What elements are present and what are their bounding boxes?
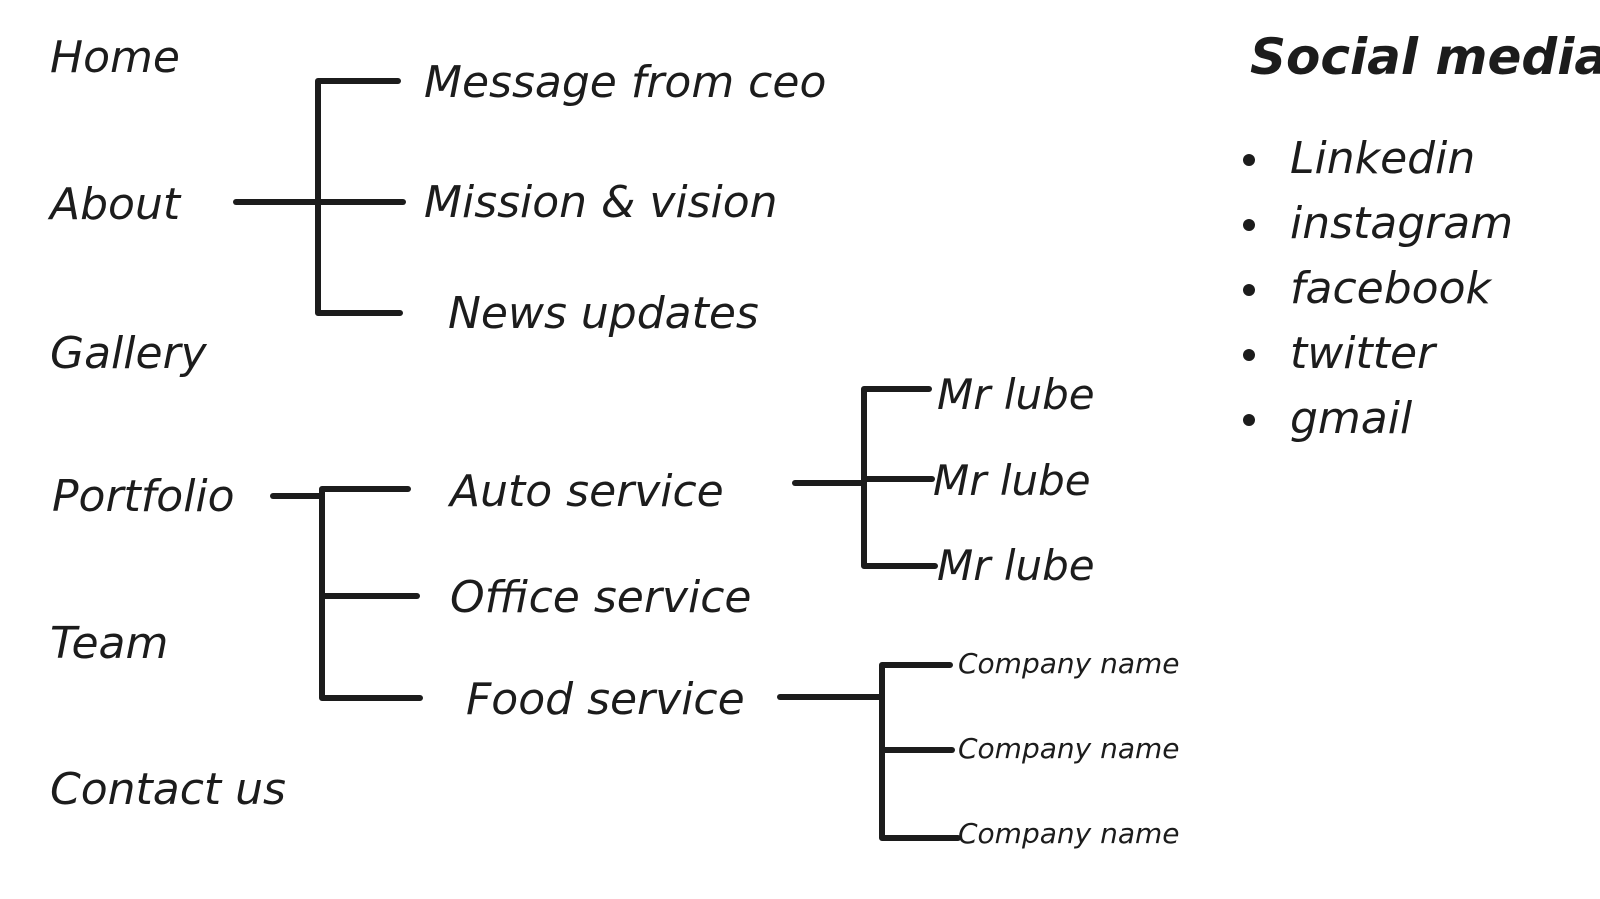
auto-child-2: Mr lube xyxy=(933,456,1091,505)
auto-child-1: Mr lube xyxy=(937,370,1095,419)
bullet-icon xyxy=(1243,414,1255,426)
bullet-icon xyxy=(1243,219,1255,231)
social-item-linkedin: Linkedin xyxy=(1240,132,1513,197)
nav-about: About xyxy=(50,179,181,230)
social-item-label: gmail xyxy=(1290,393,1413,444)
portfolio-child-auto: Auto service xyxy=(450,466,724,517)
about-child-mission: Mission & vision xyxy=(424,177,778,228)
bullet-icon xyxy=(1243,154,1255,166)
portfolio-child-food: Food service xyxy=(466,674,745,725)
social-item-instagram: instagram xyxy=(1240,197,1513,262)
social-item-label: facebook xyxy=(1290,263,1491,314)
social-item-label: twitter xyxy=(1290,328,1436,379)
food-child-2: Company name xyxy=(958,732,1180,765)
about-child-news: News updates xyxy=(448,288,759,339)
nav-team: Team xyxy=(50,618,169,669)
nav-portfolio: Portfolio xyxy=(52,471,235,522)
social-media-title: Social media xyxy=(1250,28,1600,86)
social-media-list: Linkedin instagram facebook twitter gmai… xyxy=(1240,132,1513,457)
nav-gallery: Gallery xyxy=(50,328,207,379)
nav-home: Home xyxy=(50,32,180,83)
about-child-message: Message from ceo xyxy=(424,57,827,108)
about-bracket xyxy=(315,78,403,316)
food-child-1: Company name xyxy=(958,647,1180,680)
social-item-label: Linkedin xyxy=(1290,133,1476,184)
bullet-icon xyxy=(1243,284,1255,296)
food-child-3: Company name xyxy=(958,817,1180,850)
nav-contact: Contact us xyxy=(50,764,286,815)
social-item-gmail: gmail xyxy=(1240,392,1513,457)
social-item-label: instagram xyxy=(1290,198,1514,249)
auto-child-3: Mr lube xyxy=(937,541,1095,590)
portfolio-child-office: Office service xyxy=(450,572,752,623)
bullet-icon xyxy=(1243,349,1255,361)
social-item-twitter: twitter xyxy=(1240,327,1513,392)
social-item-facebook: facebook xyxy=(1240,262,1513,327)
